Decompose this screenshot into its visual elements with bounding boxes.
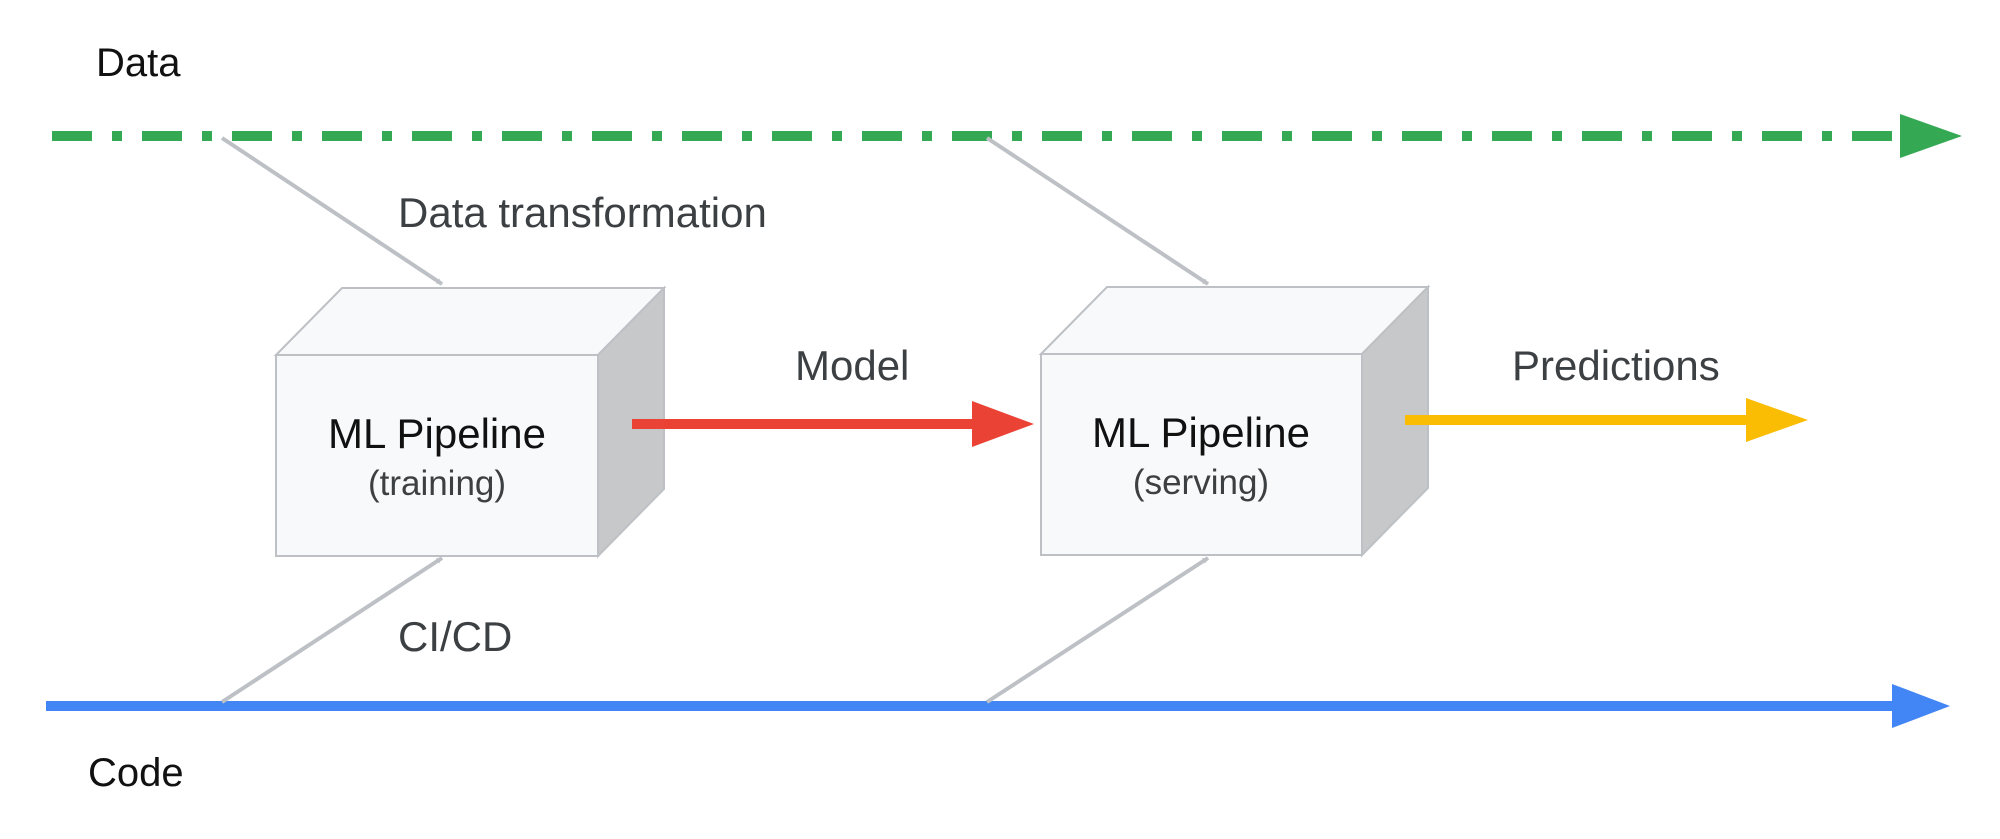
model-label: Model xyxy=(795,342,909,389)
training-box-title: ML Pipeline xyxy=(328,410,546,457)
code-to-serving-connector xyxy=(985,556,1210,704)
code-line-arrowhead xyxy=(1892,684,1950,728)
training-pipeline-box: ML Pipeline (training) xyxy=(273,285,667,559)
data-label: Data xyxy=(96,41,181,85)
training-box-subtitle: (training) xyxy=(368,464,506,503)
cicd-label: CI/CD xyxy=(398,613,512,660)
predictions-label: Predictions xyxy=(1512,342,1720,389)
model-arrow-head xyxy=(972,401,1034,447)
data-to-training-connector xyxy=(220,136,444,286)
predictions-arrow xyxy=(1405,398,1808,442)
training-box-top xyxy=(273,287,667,356)
training-box-front xyxy=(275,354,599,557)
serving-box-front xyxy=(1040,353,1363,556)
serving-box-subtitle: (serving) xyxy=(1133,463,1269,502)
code-label: Code xyxy=(88,751,184,795)
code-to-training-connector xyxy=(220,556,444,704)
data-line-arrowhead xyxy=(1900,114,1962,158)
model-arrow xyxy=(632,401,1034,447)
connectors xyxy=(220,136,1210,704)
data-timeline xyxy=(52,114,1962,158)
code-timeline xyxy=(46,684,1950,728)
serving-pipeline-box: ML Pipeline (serving) xyxy=(1038,284,1431,558)
predictions-arrow-head xyxy=(1746,398,1808,442)
data-to-serving-connector xyxy=(985,136,1210,286)
data-transformation-label: Data transformation xyxy=(398,189,767,236)
serving-box-title: ML Pipeline xyxy=(1092,409,1310,456)
serving-box-top xyxy=(1038,286,1431,355)
